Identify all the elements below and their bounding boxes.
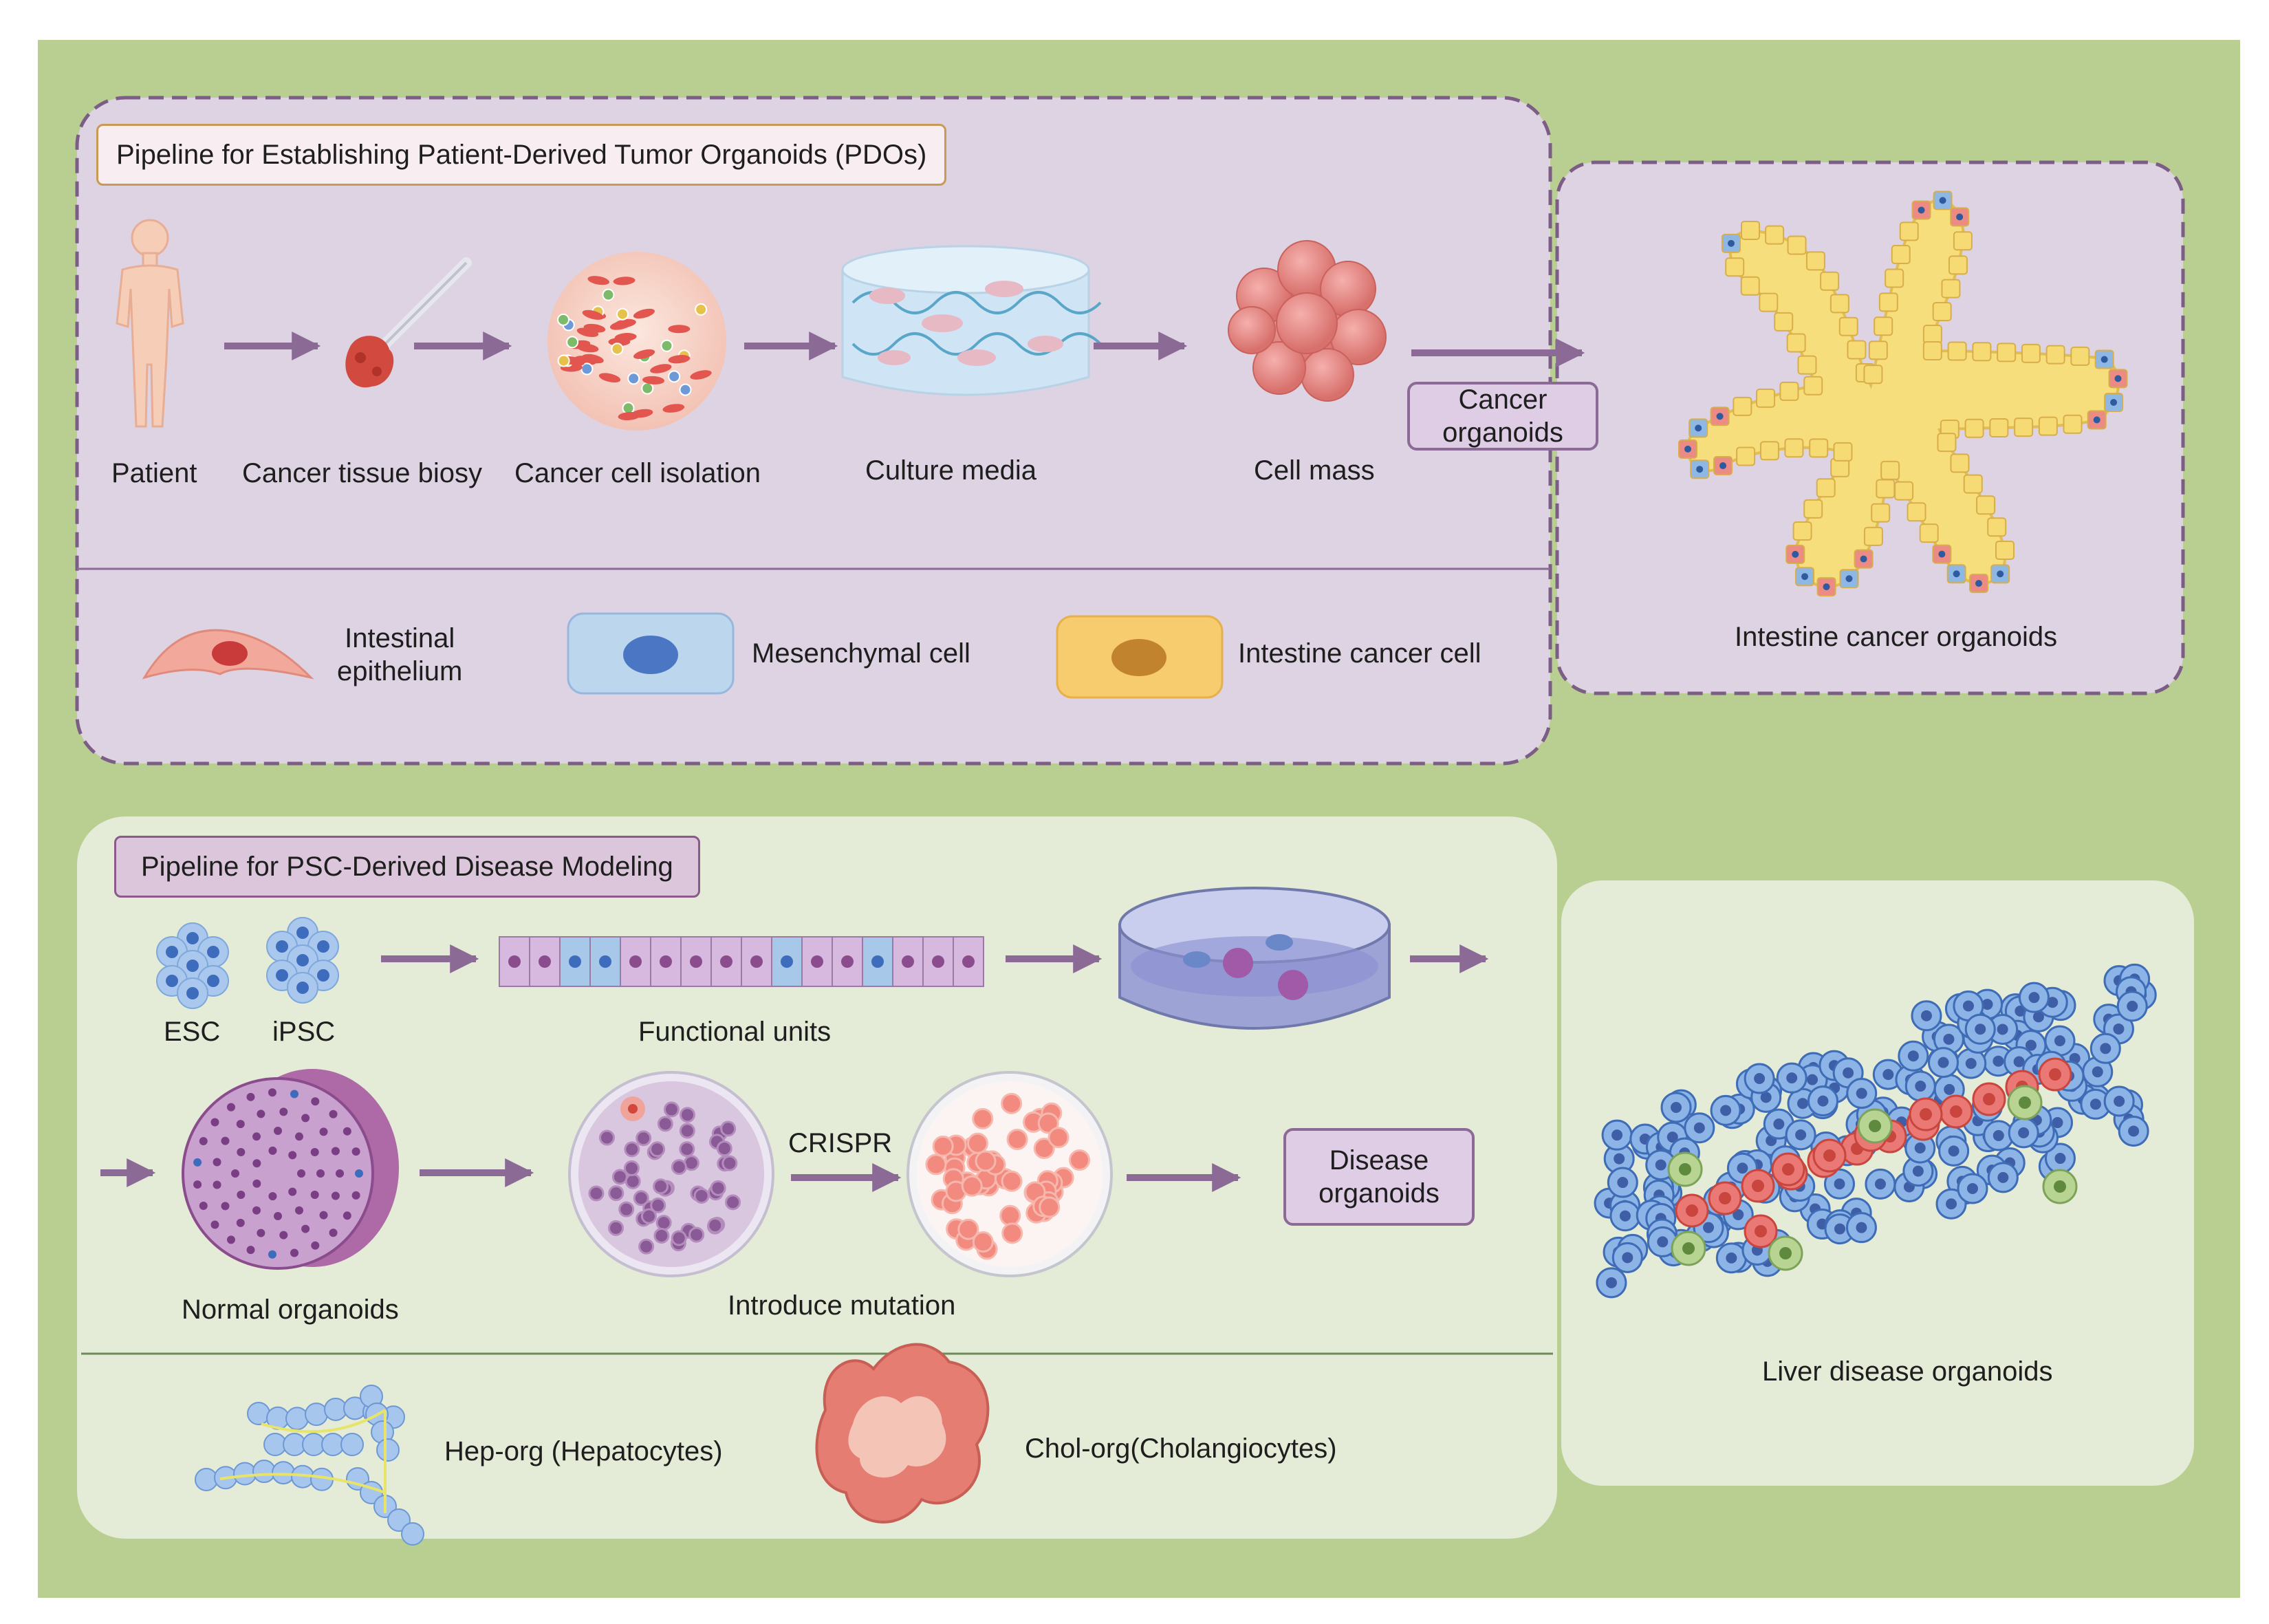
- mesenchymal-cell-icon: [567, 612, 735, 695]
- hep-org-label: Hep-org (Hepatocytes): [444, 1436, 723, 1466]
- functional-units-label: Functional units: [638, 1017, 832, 1047]
- crispr-label: CRISPR: [788, 1128, 893, 1158]
- legend-epithelium-line1: Intestinal: [345, 623, 455, 653]
- psc-panel-title: Pipeline for PSC-Derived Disease Modelin…: [114, 836, 700, 898]
- cancer-cell-icon: [1056, 615, 1224, 699]
- intestine-organoid-icon: [1678, 191, 2128, 597]
- patient-icon: [116, 219, 184, 428]
- pdo-arrows: [224, 332, 1585, 367]
- intestine-organoids-label: Intestine cancer organoids: [1735, 622, 2058, 652]
- esc-cluster-icon: [156, 922, 229, 1009]
- functional-units-icon: [499, 936, 984, 987]
- epithelium-cell-icon: [142, 629, 314, 680]
- mutated-dish-icon: [906, 1071, 1113, 1277]
- step-cellmass-label: Cell mass: [1254, 455, 1375, 486]
- introduce-mutation-label: Introduce mutation: [728, 1290, 956, 1321]
- organoid-dish-icon: [568, 1071, 774, 1277]
- cancer-organoids-tag: Cancer organoids: [1407, 382, 1598, 451]
- psc-arrows: [100, 944, 1489, 1192]
- ipsc-cluster-icon: [266, 917, 339, 1004]
- normal-organoid-icon: [182, 1069, 399, 1270]
- disease-tag-line2: organoids: [1318, 1178, 1440, 1209]
- pdo-panel-title: Pipeline for Establishing Patient-Derive…: [96, 124, 947, 186]
- legend-epithelium-line2: epithelium: [337, 656, 463, 686]
- normal-organoids-label: Normal organoids: [182, 1295, 399, 1325]
- legend-cancer-cell-label: Intestine cancer cell: [1238, 638, 1481, 669]
- culture-dish-icon: [841, 245, 1102, 396]
- hepatocytes-icon: [195, 1385, 424, 1546]
- petri-dish-icon: [1118, 887, 1391, 1030]
- cholangiocytes-icon: [815, 1343, 990, 1524]
- step-culture-label: Culture media: [865, 455, 1037, 486]
- legend-epithelium-label: Intestinal epithelium: [337, 622, 462, 688]
- esc-label: ESC: [164, 1017, 221, 1047]
- biopsy-icon: [345, 257, 472, 388]
- chol-org-label: Chol-org(Cholangiocytes): [1025, 1433, 1337, 1464]
- liver-organoids-label: Liver disease organoids: [1762, 1356, 2053, 1387]
- liver-organoid-icon: [1594, 963, 2157, 1299]
- legend-mesenchymal-label: Mesenchymal cell: [752, 638, 970, 669]
- ipsc-label: iPSC: [272, 1017, 336, 1047]
- step-isolation-label: Cancer cell isolation: [514, 458, 761, 488]
- step-biopsy-label: Cancer tissue biosy: [242, 458, 483, 488]
- disease-organoids-tag: Disease organoids: [1283, 1128, 1475, 1226]
- step-patient-label: Patient: [111, 458, 197, 488]
- tissue-section-icon: [547, 252, 726, 431]
- cell-mass-icon: [1228, 240, 1387, 402]
- disease-tag-line1: Disease: [1329, 1145, 1429, 1176]
